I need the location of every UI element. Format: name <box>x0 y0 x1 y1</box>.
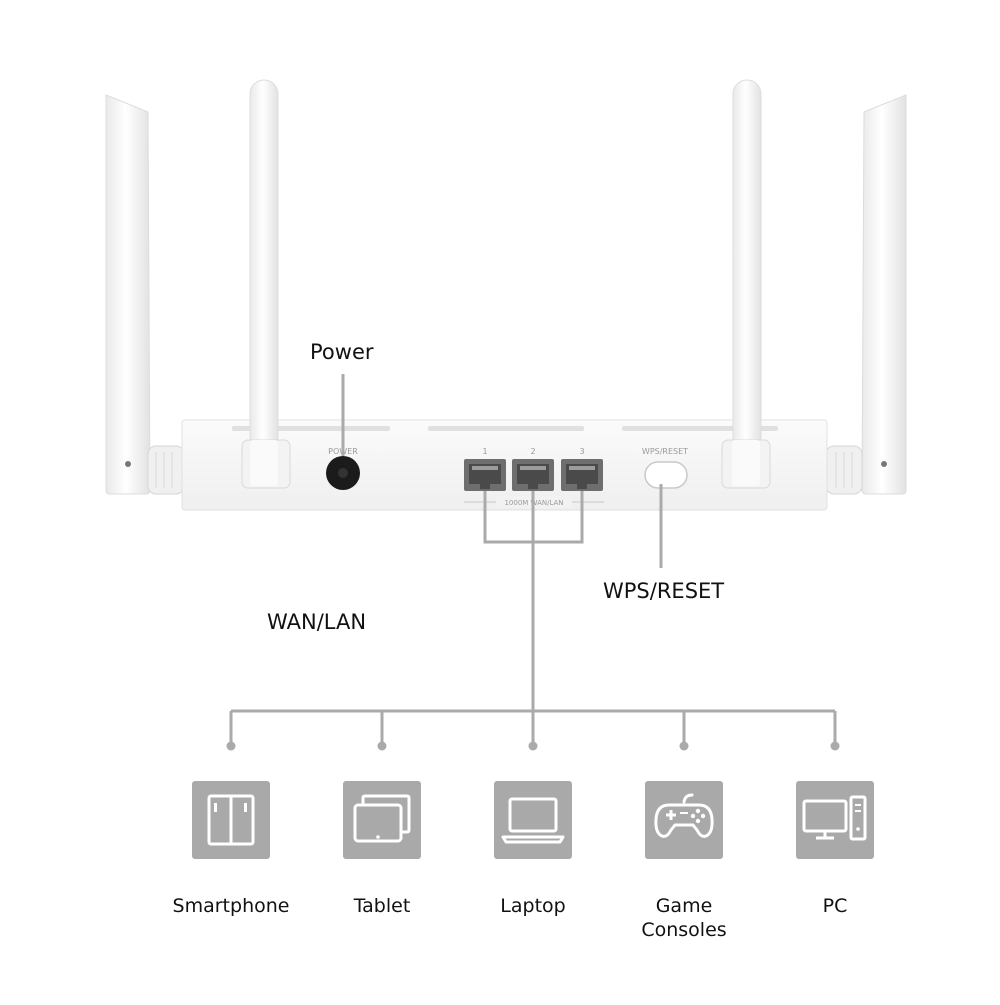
device-tile-game-consoles <box>645 781 723 859</box>
antenna-inner-left <box>241 79 291 489</box>
device-tile-smartphone <box>192 781 270 859</box>
device-label-game-consoles-text: Game Consoles <box>641 895 727 941</box>
pc-icon <box>802 795 867 841</box>
ethernet-port-2 <box>512 459 554 491</box>
port-number-2: 2 <box>530 447 535 456</box>
wps-reset-button: WPS/RESET <box>642 447 688 489</box>
wps-reset-callout: WPS/RESET <box>603 579 725 603</box>
device-tile-pc <box>796 781 874 859</box>
antenna-hinge-right <box>825 445 863 495</box>
antenna-outer-left <box>105 94 151 495</box>
antenna-outer-right <box>861 94 907 495</box>
port-number-1: 1 <box>482 447 487 456</box>
laptop-icon <box>501 797 565 844</box>
wps-button-label: WPS/RESET <box>642 447 688 456</box>
device-distribution-lines <box>229 491 837 745</box>
device-label-pc: PC <box>822 895 848 917</box>
device-label-game-consoles: Game Consoles <box>604 894 764 942</box>
ethernet-ports: 1 2 3 1000M WAN/ <box>464 447 604 508</box>
device-label-tablet: Tablet <box>353 895 411 917</box>
game-controller-icon <box>654 793 714 838</box>
device-label-smartphone: Smartphone <box>172 895 290 917</box>
connector-dots <box>226 741 840 751</box>
port-number-3: 3 <box>579 447 584 456</box>
power-callout: Power <box>310 340 374 364</box>
ethernet-port-1 <box>464 459 506 491</box>
antenna-inner-right <box>721 79 771 489</box>
antenna-hinge-left <box>147 445 185 495</box>
wan-lan-callout: WAN/LAN <box>267 610 367 634</box>
ethernet-port-3 <box>561 459 603 491</box>
device-tile-tablet <box>343 781 421 859</box>
device-label-laptop: Laptop <box>500 895 566 917</box>
device-tile-laptop <box>494 781 572 859</box>
tablet-icon <box>353 794 411 843</box>
smartphone-icon <box>207 794 255 846</box>
